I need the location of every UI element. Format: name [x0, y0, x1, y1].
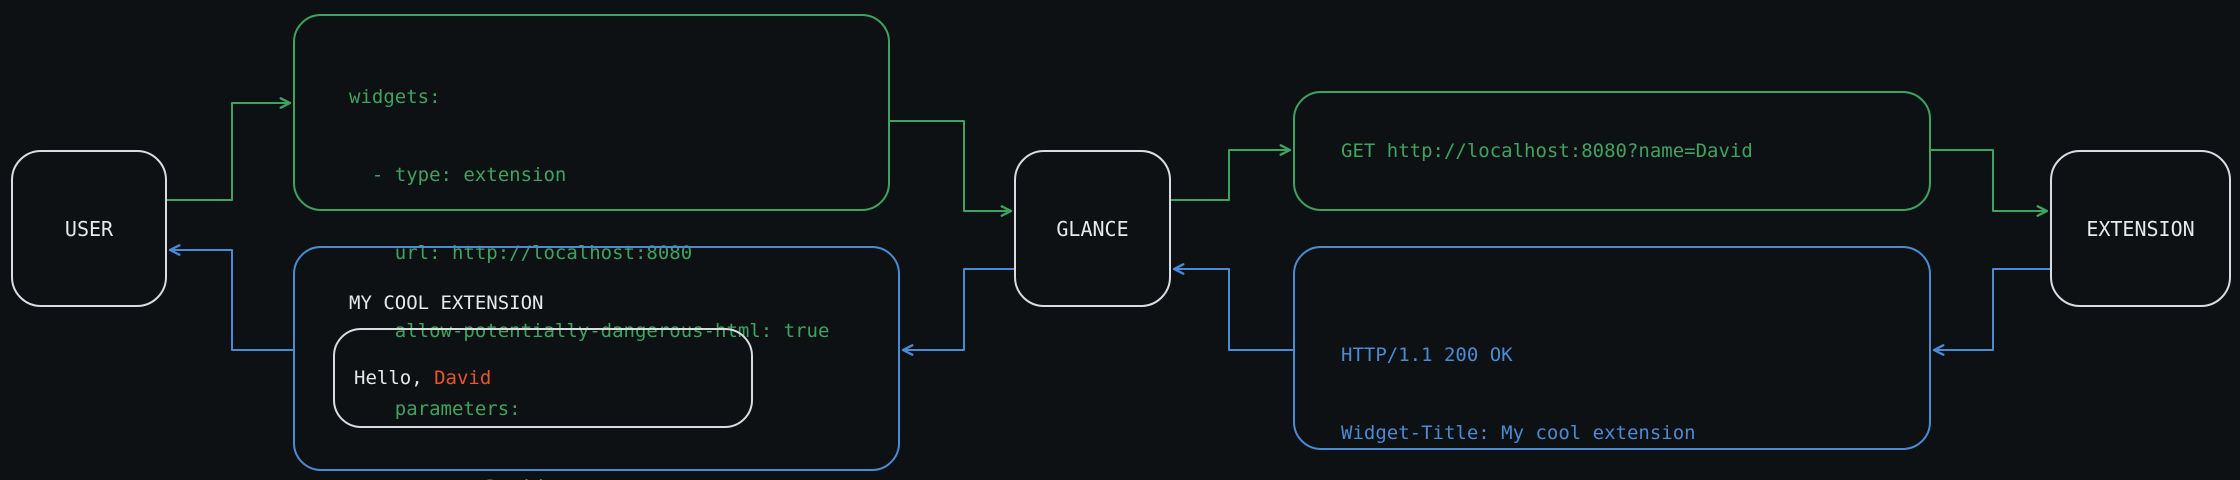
arrow-glance-to-request	[1170, 144, 1292, 201]
greeting-prefix: Hello,	[354, 367, 435, 389]
node-glance-label: GLANCE	[1056, 216, 1129, 241]
arrow-glance-to-widget	[901, 268, 1015, 356]
http-request-box: GET http://localhost:8080?name=David	[1293, 91, 1931, 211]
config-line: name: David	[349, 474, 888, 480]
response-line: Widget-Title: My cool extension	[1341, 422, 1696, 444]
node-extension-label: EXTENSION	[2086, 216, 2195, 241]
widget-title: MY COOL EXTENSION	[349, 292, 544, 314]
arrow-request-to-extension	[1930, 149, 2049, 217]
config-request-box: widgets: - type: extension url: http://l…	[293, 14, 890, 480]
arrow-extension-to-response	[1932, 268, 2051, 356]
http-response-box: HTTP/1.1 200 OK Widget-Title: My cool ex…	[1293, 246, 1931, 450]
arrow-response-to-glance	[1172, 263, 1294, 351]
widget-greeting-box: Hello, David	[333, 328, 753, 428]
arrow-widget-to-user	[168, 244, 294, 351]
config-line: parameters:	[349, 398, 521, 420]
config-line: - type: extension	[349, 164, 567, 186]
widget-preview-box: MY COOL EXTENSION Hello, David	[293, 246, 900, 471]
arrow-user-to-config	[166, 97, 292, 201]
node-user: USER	[11, 150, 167, 307]
node-user-label: USER	[64, 216, 114, 241]
config-line: widgets:	[349, 86, 441, 108]
arrow-config-to-glance	[889, 120, 1013, 217]
node-glance: GLANCE	[1014, 150, 1171, 307]
response-line: HTTP/1.1 200 OK	[1341, 344, 1513, 366]
config-line: allow-potentially-dangerous-html: true	[349, 320, 830, 342]
greeting-name: David	[434, 367, 492, 389]
widget-greeting: Hello, David	[354, 365, 491, 391]
node-extension: EXTENSION	[2050, 150, 2231, 307]
http-request-text: GET http://localhost:8080?name=David	[1341, 140, 1753, 162]
